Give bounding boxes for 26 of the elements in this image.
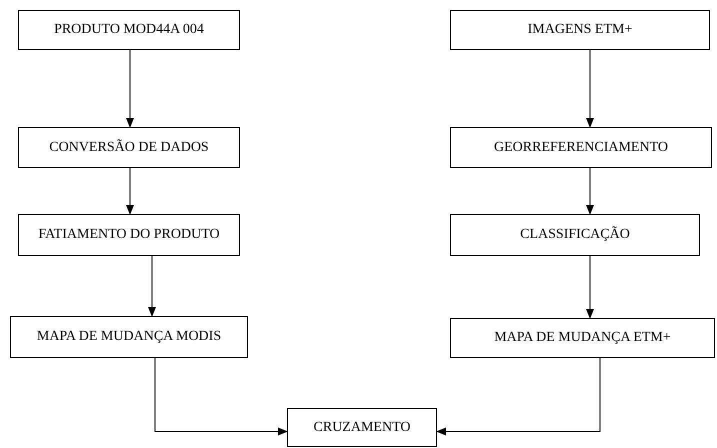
box-label: IMAGENS ETM+ (528, 22, 632, 38)
arrow (154, 358, 288, 436)
process-box (18, 127, 240, 168)
box-label: PRODUTO MOD44A 004 (54, 22, 204, 38)
process-box (287, 408, 437, 447)
box-label: CRUZAMENTO (314, 420, 410, 436)
box-label: GEORREFERENCIAMENTO (494, 140, 668, 156)
process-box (450, 127, 712, 168)
process-box (10, 316, 248, 358)
box-label: CLASSIFICAÇÃO (520, 227, 630, 243)
process-box (18, 10, 240, 50)
arrow (126, 50, 134, 128)
arrow (126, 168, 134, 215)
box-label: MAPA DE MUDANÇA MODIS (36, 329, 222, 345)
arrow (586, 256, 594, 319)
arrow (436, 358, 600, 436)
box-label: CONVERSÃO DE DADOS (49, 140, 209, 156)
process-box (450, 214, 700, 256)
box-label: FATIAMENTO DO PRODUTO (38, 227, 220, 243)
process-box (18, 214, 240, 256)
process-box (450, 10, 710, 50)
box-label: MAPA DE MUDANÇA ETM+ (494, 330, 671, 346)
process-box (450, 318, 715, 358)
arrow (586, 50, 594, 128)
arrow (148, 256, 156, 317)
arrow (586, 168, 594, 215)
